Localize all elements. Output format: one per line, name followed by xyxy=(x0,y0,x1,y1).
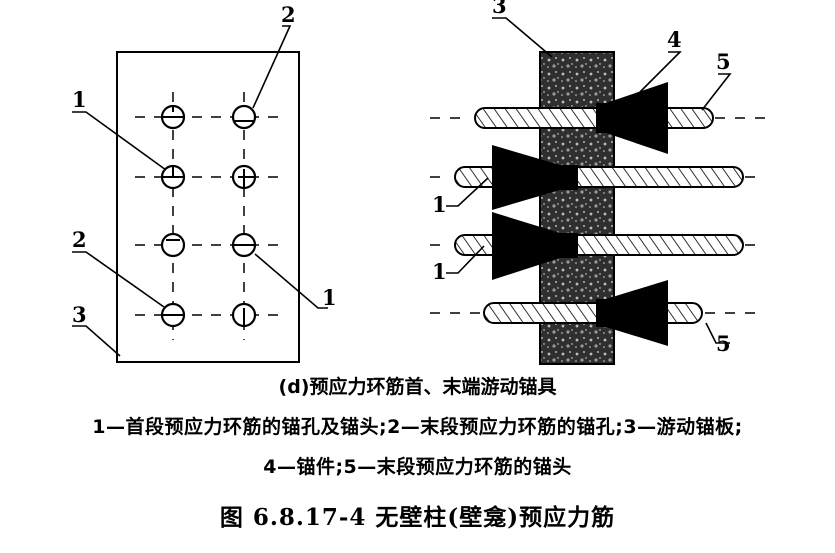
figure-title: 图 6.8.17-4 无壁柱(壁龛)预应力筋 xyxy=(219,504,616,531)
legend-line-1: 1—首段预应力环筋的锚孔及锚头;2—末段预应力环筋的锚孔;3—游动锚板; xyxy=(92,416,743,438)
legend-line-2: 4—锚件;5—末段预应力环筋的锚头 xyxy=(263,456,572,478)
wedge-anchor xyxy=(492,212,578,280)
subfigure-caption: (d)预应力环筋首、末端游动锚具 xyxy=(278,376,557,398)
label-3-right: 3 xyxy=(492,0,507,18)
strand-row-4 xyxy=(483,280,703,346)
wedge-anchor xyxy=(596,82,668,154)
anchorage-diagram: 2 1 2 3 1 xyxy=(72,0,765,365)
anchor-hole xyxy=(160,164,186,190)
anchor-hole xyxy=(231,164,257,190)
label-5-top: 5 xyxy=(716,49,731,74)
wedge-anchor xyxy=(596,280,668,346)
strand-row-3 xyxy=(454,212,744,280)
strand-row-2 xyxy=(454,145,744,210)
right-dashed-centerlines xyxy=(430,117,765,314)
label-1-right-upper: 1 xyxy=(432,192,447,217)
label-1-right-lower: 1 xyxy=(432,259,447,284)
label-1-upper: 1 xyxy=(72,87,87,112)
anchor-hole xyxy=(231,104,257,130)
anchor-hole xyxy=(160,232,186,258)
left-anchor-holes xyxy=(160,104,257,328)
strand-row-1 xyxy=(474,82,714,154)
anchor-hole xyxy=(231,232,257,258)
left-dashed-centerlines xyxy=(135,92,283,340)
label-2-top: 2 xyxy=(281,2,296,27)
label-3-left: 3 xyxy=(72,302,87,327)
label-4: 4 xyxy=(667,27,682,52)
left-view: 2 1 2 3 1 xyxy=(72,2,337,363)
label-5-bottom: 5 xyxy=(716,331,731,356)
left-leader-lines xyxy=(72,25,328,357)
label-2-lower: 2 xyxy=(72,227,87,252)
right-leader-lines xyxy=(446,17,732,344)
wedge-anchor xyxy=(492,145,578,210)
anchor-hole xyxy=(160,302,186,328)
anchor-hole xyxy=(231,302,257,328)
anchor-hole xyxy=(160,104,186,130)
label-1-right: 1 xyxy=(322,285,337,310)
right-view: 3 4 5 1 1 5 xyxy=(430,0,765,365)
left-anchor-plate xyxy=(116,51,300,363)
